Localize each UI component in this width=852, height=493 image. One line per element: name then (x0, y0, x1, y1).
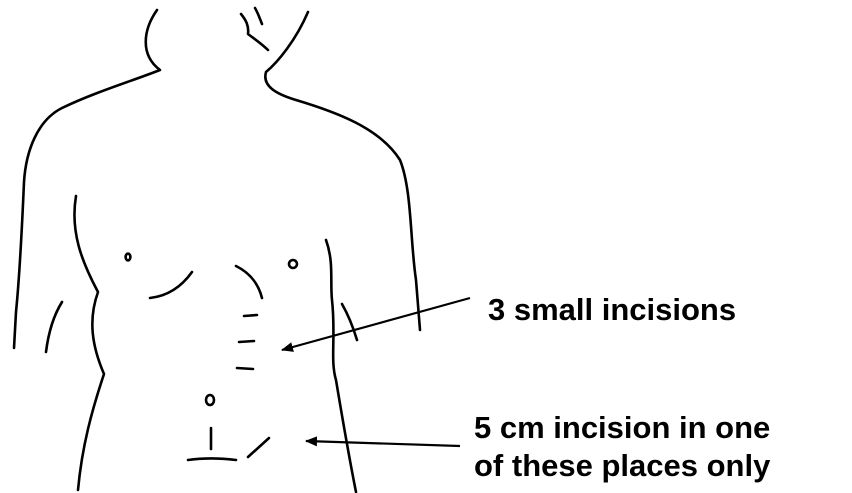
large-incision-options (211, 428, 269, 457)
left-side-line (74, 196, 104, 490)
small-incisions-label: 3 small incisions (488, 290, 736, 330)
right-neck-shoulder-line (265, 12, 420, 330)
left-pectoral-line (150, 272, 192, 298)
right-nipple (289, 260, 297, 268)
throat-mark-small (255, 8, 262, 24)
right-arm-inner (342, 304, 357, 340)
torso-outline (14, 8, 420, 492)
right-pectoral-line (236, 266, 262, 298)
navel (206, 395, 214, 405)
small-incision-1 (244, 315, 257, 316)
left-nipple (126, 254, 131, 261)
arrow-to-large-incision (306, 441, 460, 446)
side-incision-option (248, 438, 269, 457)
left-arm-inner (46, 302, 62, 352)
small-incision-3 (237, 368, 253, 369)
small-incision-2 (239, 341, 254, 342)
small-incisions (237, 315, 257, 369)
right-side-line (326, 240, 356, 492)
arrow-to-small-incisions (282, 298, 470, 350)
large-incision-label-line-2: of these places only (474, 446, 770, 486)
groin-line (188, 459, 236, 461)
large-incision-label-line-1: 5 cm incision in one (474, 408, 770, 448)
left-neck-shoulder-line (14, 10, 160, 348)
throat-mark (241, 14, 268, 50)
